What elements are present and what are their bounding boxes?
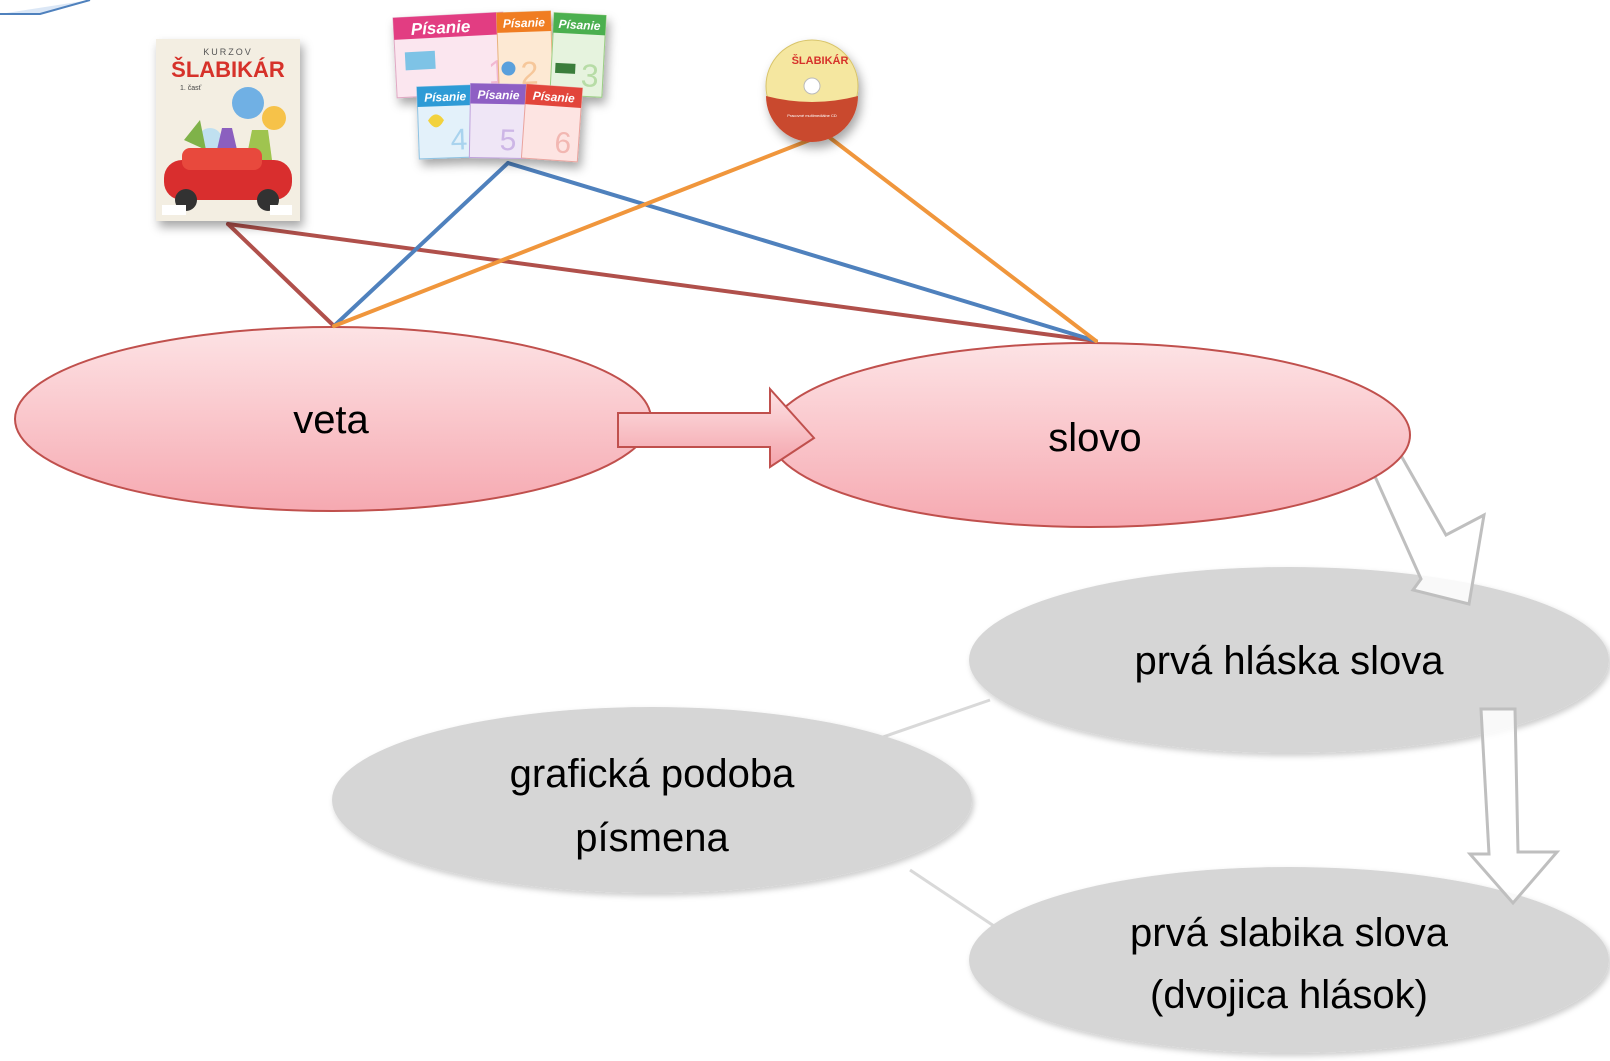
pisanie-2-number: 2: [520, 55, 539, 92]
node-slovo-label: slovo: [1048, 416, 1141, 460]
node-prva-slabika-line2: (dvojica hlások): [1150, 973, 1428, 1017]
line-pisanie-veta: [332, 161, 510, 328]
node-graficka-podoba: grafická podoba písmena: [332, 707, 972, 893]
node-prva-hlaska: prvá hláska slova: [969, 567, 1609, 753]
pisanie-workbooks: Písanie 1 Písanie 2 Písanie 3 Písanie 4: [392, 10, 607, 163]
pisanie-5-title: Písanie: [477, 88, 520, 103]
cd-caption: Pracovné multimediálne CD: [787, 113, 837, 118]
pisanie-3-title: Písanie: [558, 17, 601, 33]
callout-fragment: [0, 0, 91, 15]
resource-lines: [226, 132, 1098, 343]
arrow-hlaska-to-slabika: [1466, 707, 1561, 906]
slabikar-cd: ŠLABIKÁR Pracovné multimediálne CD: [765, 39, 859, 142]
line-book-veta: [226, 222, 336, 328]
node-prva-hlaska-label: prvá hláska slova: [1134, 639, 1444, 683]
pisanie-2-title: Písanie: [503, 15, 546, 30]
pisanie-6-number: 6: [553, 126, 572, 160]
cd-title: ŠLABIKÁR: [792, 54, 849, 67]
book-title: ŠLABIKÁR: [171, 57, 285, 82]
pisanie-4-number: 4: [450, 123, 468, 157]
node-veta: veta: [14, 326, 652, 512]
line-book-slovo: [226, 222, 1098, 343]
line-cd-slovo: [823, 132, 1098, 343]
pisanie-3-number: 3: [580, 57, 600, 94]
pisanie-6-title: Písanie: [532, 89, 575, 106]
node-veta-label: veta: [293, 398, 369, 442]
node-prva-slabika-line1: prvá slabika slova: [1130, 911, 1449, 955]
book-series: KURZOV: [203, 47, 253, 57]
node-graficka-podoba-line2: písmena: [575, 816, 729, 860]
slabikar-book: KURZOV ŠLABIKÁR 1. časť: [156, 39, 300, 221]
pisanie-1-title: Písanie: [410, 17, 470, 39]
node-prva-slabika: prvá slabika slova (dvojica hlások): [969, 867, 1609, 1053]
node-graficka-podoba-line1: grafická podoba: [510, 752, 795, 796]
pisanie-4-title: Písanie: [424, 89, 467, 104]
pisanie-5-number: 5: [499, 124, 516, 157]
line-pisanie-slovo: [506, 161, 1098, 343]
arrow-veta-to-slovo: [617, 386, 816, 469]
gray-connectors: [879, 698, 1001, 932]
book-part: 1. časť: [180, 85, 202, 92]
node-slovo: slovo: [769, 342, 1411, 528]
line-cd-veta: [332, 132, 827, 328]
